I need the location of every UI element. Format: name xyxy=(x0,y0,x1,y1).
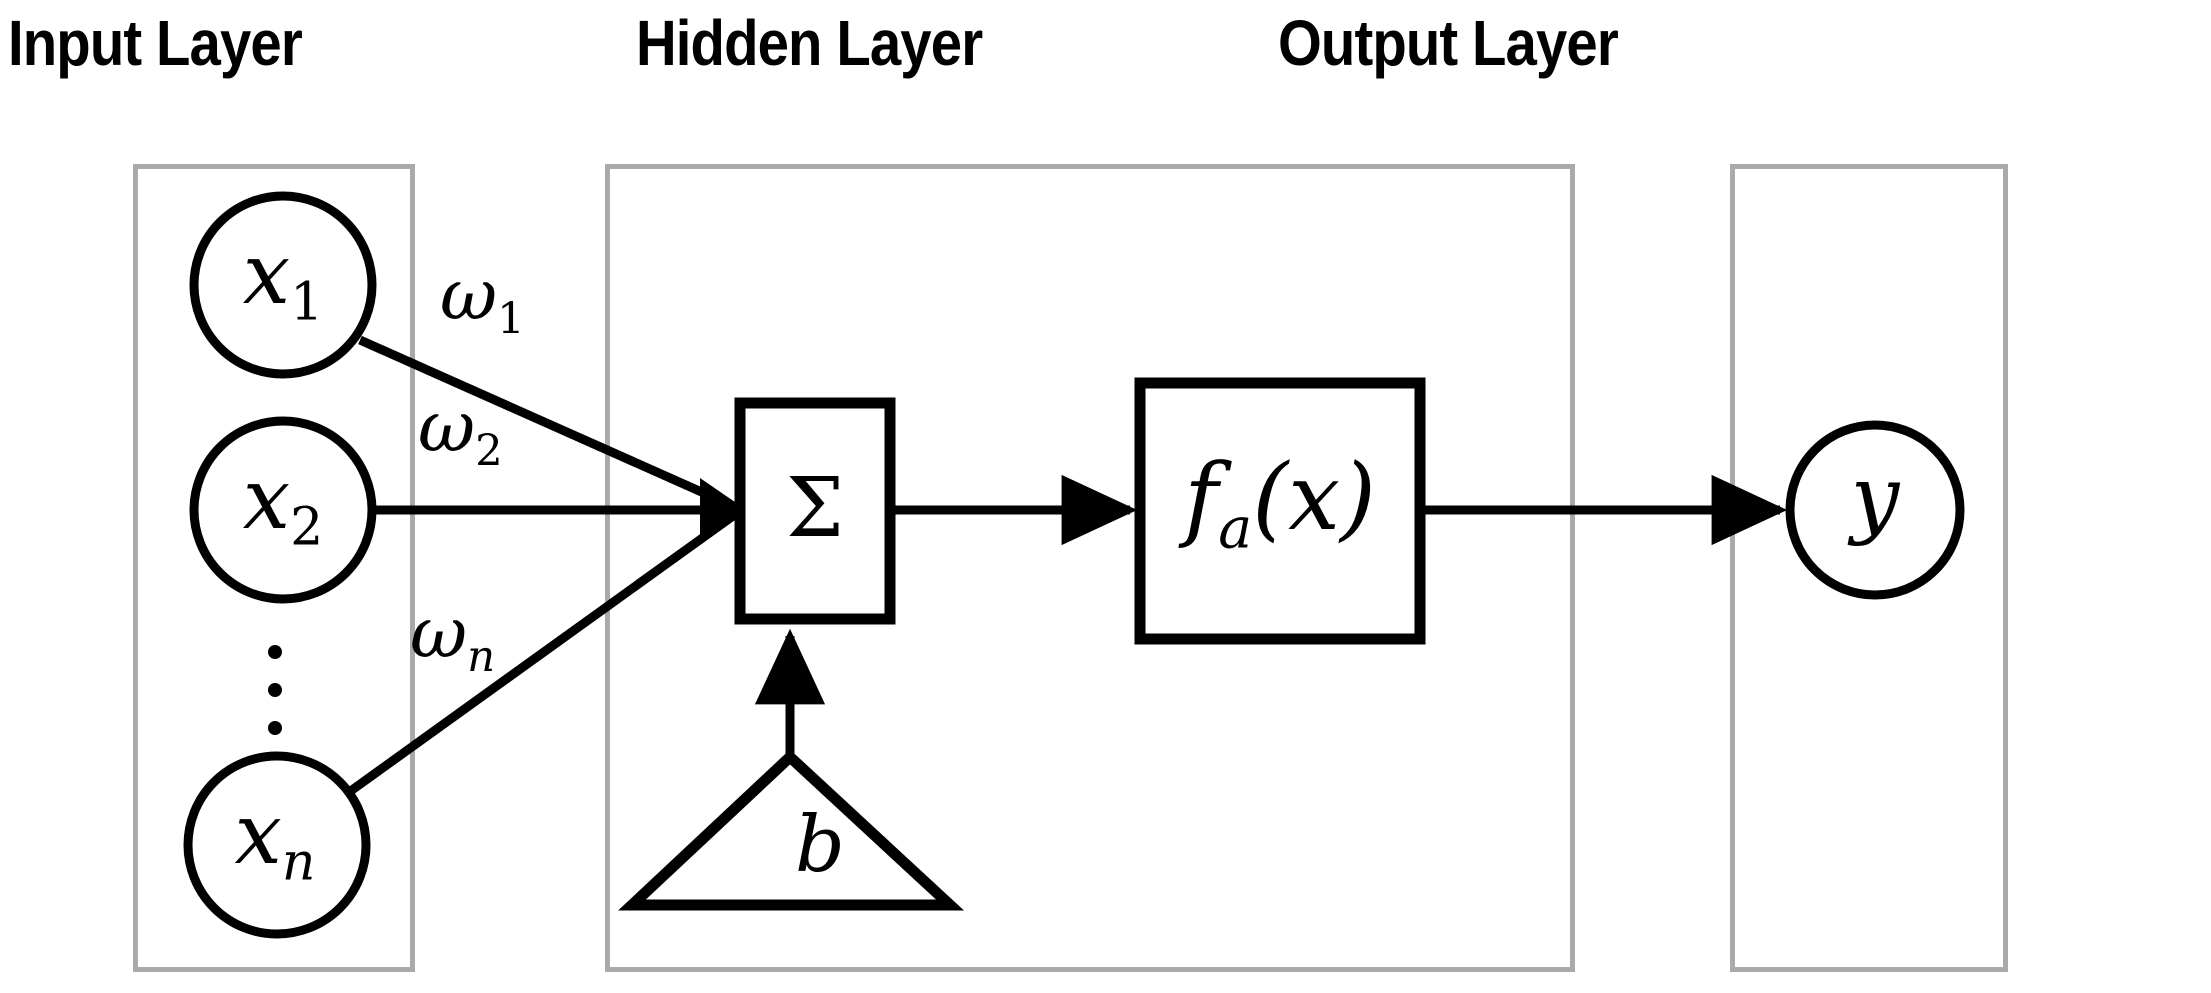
input-node-x1-subscript: 1 xyxy=(290,272,324,333)
input-node-xn-symbol: x xyxy=(234,785,282,883)
hidden-layer-title: Hidden Layer xyxy=(636,7,983,79)
weight-w1-subscript: 1 xyxy=(497,293,525,344)
weight-w2-label: ω2 xyxy=(418,392,588,473)
weight-wn-symbol: ω xyxy=(410,592,468,674)
input-node-x2-symbol: x xyxy=(242,450,291,548)
activation-function-subscript: a xyxy=(1218,495,1253,562)
input-node-x1-label: x1 xyxy=(193,232,373,329)
hidden-layer-container xyxy=(605,164,1575,972)
weight-wn-label: ωn xyxy=(410,598,580,679)
weight-w1-symbol: ω xyxy=(440,254,498,336)
output-layer-container xyxy=(1730,164,2008,972)
input-node-xn-label: xn xyxy=(185,792,365,889)
output-node-y-label: y xyxy=(1850,448,1900,548)
activation-function-argument: (x) xyxy=(1252,444,1376,551)
weight-wn-subscript: n xyxy=(467,631,496,682)
input-layer-title: Input Layer xyxy=(8,7,303,79)
bias-symbol: b xyxy=(795,800,845,890)
ellipsis-dot xyxy=(268,721,282,735)
weight-w2-symbol: ω xyxy=(418,386,476,468)
activation-function-label: fa(x) xyxy=(1140,452,1420,557)
ellipsis-dot xyxy=(268,683,282,697)
output-layer-title: Output Layer xyxy=(1278,7,1619,79)
summation-symbol: Σ xyxy=(786,461,844,556)
weight-w2-subscript: 2 xyxy=(475,425,503,476)
input-node-x1-symbol: x xyxy=(242,225,291,323)
input-layer-vertical-ellipsis-icon xyxy=(262,645,288,735)
activation-function-symbol: f xyxy=(1184,444,1219,551)
weight-w1-label: ω1 xyxy=(440,260,610,341)
input-node-x2-subscript: 2 xyxy=(290,497,324,558)
input-node-x2-label: x2 xyxy=(193,457,373,554)
input-node-xn-subscript: n xyxy=(281,832,316,893)
ellipsis-dot xyxy=(268,645,282,659)
